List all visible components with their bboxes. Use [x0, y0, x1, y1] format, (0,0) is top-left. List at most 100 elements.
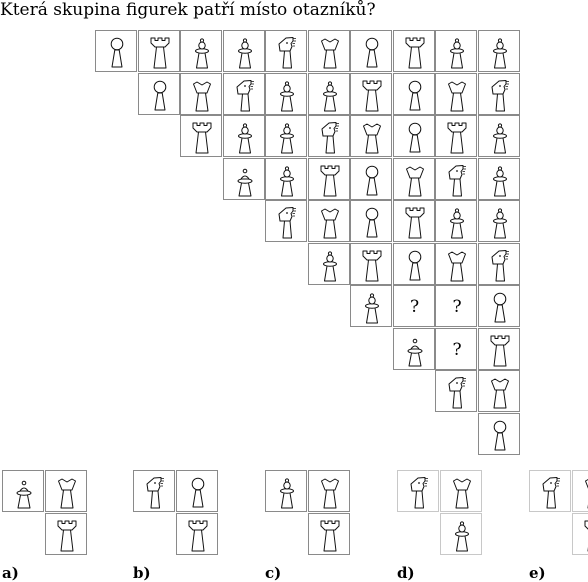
grid-cell: [222, 72, 265, 115]
grid-cell: [350, 72, 392, 115]
rook-icon: [192, 122, 212, 154]
queen-icon: [58, 478, 76, 509]
option-cell: [440, 513, 482, 555]
knight-icon: [278, 207, 296, 239]
option-label: c): [265, 564, 282, 582]
grid-cell: [350, 30, 392, 72]
rook-icon: [362, 80, 382, 111]
grid-cell: [137, 72, 180, 115]
grid-cell: [477, 370, 520, 412]
bishop-icon: [280, 80, 294, 111]
unknown-cell: ?: [435, 327, 477, 370]
queen-icon: [363, 123, 381, 154]
grid-cell: [392, 327, 435, 370]
grid-cell: [392, 72, 435, 115]
option-cell: [308, 470, 350, 512]
option-cell: [308, 513, 350, 555]
grid-cell: [435, 30, 477, 72]
pawn-icon: [408, 250, 421, 280]
knight-icon: [146, 477, 164, 509]
grid-cell: [222, 157, 265, 200]
rook-icon: [320, 165, 339, 196]
queen-icon: [321, 478, 339, 509]
option-cell: [133, 470, 175, 512]
rook-icon: [405, 37, 424, 69]
pawn-icon: [110, 37, 124, 68]
rook-icon: [584, 520, 588, 552]
grid-cell: [265, 157, 307, 200]
grid-cell: [435, 200, 477, 242]
question-mark: ?: [452, 297, 462, 317]
option-cell: [572, 513, 588, 555]
grid-cell: [435, 157, 477, 200]
option-cell: [45, 513, 87, 555]
pawn-icon: [493, 420, 506, 450]
grid-cell: [477, 285, 520, 327]
bishop-icon: [450, 208, 464, 239]
grid-cell: [477, 200, 520, 242]
pawn-icon: [493, 292, 506, 323]
bishop-icon: [322, 250, 337, 281]
option-label: a): [2, 564, 19, 582]
question-title: Která skupina figurek patří místo otazní…: [0, 0, 376, 20]
option-cell: [2, 470, 44, 512]
option-cell: [572, 470, 588, 512]
pawn-icon: [191, 477, 205, 508]
knight-icon: [236, 79, 254, 111]
bishop-icon: [280, 165, 294, 196]
option-cell: [176, 513, 218, 555]
queen-icon: [585, 478, 588, 509]
grid-cell: [435, 72, 477, 115]
knight-icon: [278, 37, 296, 69]
rook-icon: [362, 250, 382, 281]
grid-cell: [435, 242, 477, 285]
pawn-icon: [408, 80, 421, 110]
grid-cell: [392, 200, 435, 242]
rook-icon: [405, 207, 424, 239]
grid-cell: [392, 157, 435, 200]
option-label: e): [529, 564, 546, 582]
grid-cell: [180, 30, 222, 72]
grid-cell: [222, 30, 265, 72]
bishop-icon: [365, 293, 379, 324]
grid-cell: [435, 115, 477, 157]
king-icon: [16, 480, 32, 509]
rook-icon: [447, 122, 467, 154]
grid-cell: [392, 242, 435, 285]
grid-cell: [350, 157, 392, 200]
grid-cell: [307, 200, 350, 242]
knight-icon: [321, 122, 339, 154]
bishop-icon: [280, 478, 294, 509]
grid-cell: [265, 115, 307, 157]
pawn-icon: [408, 122, 421, 153]
bishop-icon: [492, 123, 507, 154]
unknown-cell: ?: [435, 285, 477, 327]
grid-cell: [477, 157, 520, 200]
grid-cell: [265, 30, 307, 72]
option-label: b): [133, 564, 151, 582]
grid-cell: [307, 115, 350, 157]
bishop-icon: [455, 521, 469, 552]
grid-cell: [477, 30, 520, 72]
rook-icon: [188, 520, 208, 552]
grid-cell: [265, 200, 307, 242]
grid-cell: [265, 72, 307, 115]
grid-cell: [307, 72, 350, 115]
grid-cell: [477, 72, 520, 115]
rook-icon: [320, 520, 340, 552]
question-mark: ?: [452, 339, 462, 360]
bishop-icon: [450, 38, 464, 69]
bishop-icon: [322, 80, 337, 111]
bishop-icon: [280, 123, 294, 154]
knight-icon: [448, 377, 466, 409]
grid-cell: [392, 30, 435, 72]
queen-icon: [405, 166, 424, 196]
unknown-cell: ?: [392, 285, 435, 327]
queen-icon: [448, 251, 466, 281]
grid-cell: [180, 115, 222, 157]
grid-cell: [350, 115, 392, 157]
grid-cell: [435, 370, 477, 412]
queen-icon: [453, 478, 471, 509]
knight-icon: [448, 164, 466, 196]
grid-cell: [477, 412, 520, 455]
